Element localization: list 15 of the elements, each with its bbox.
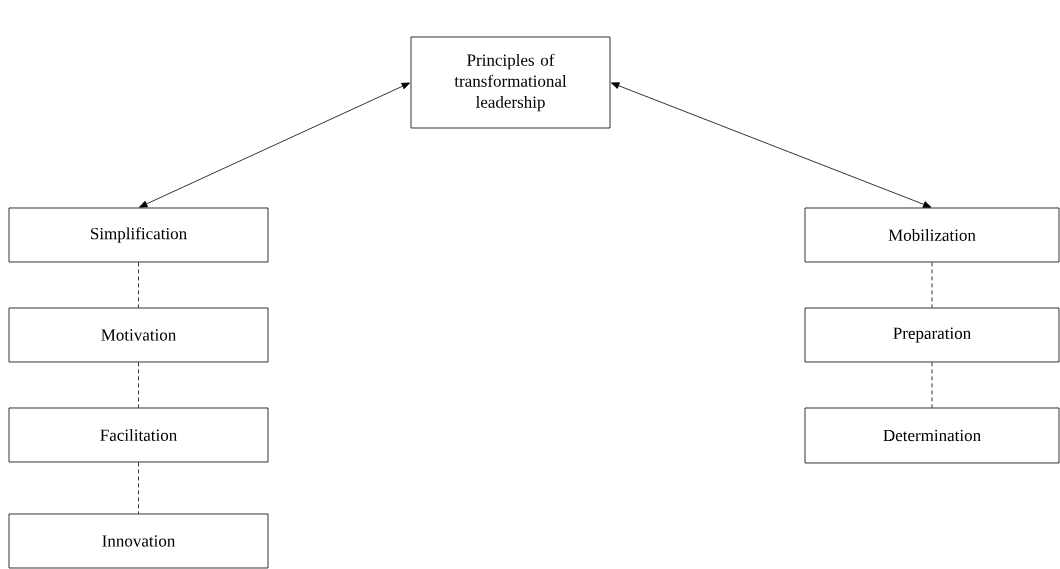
principle-box: Innovation bbox=[8, 513, 269, 569]
principle-box: Motivation bbox=[8, 307, 269, 363]
principle-box: Facilitation bbox=[8, 407, 269, 463]
dashed-connector bbox=[138, 362, 139, 408]
dashed-connector bbox=[931, 362, 933, 408]
principle-box: Mobilization bbox=[804, 207, 1060, 263]
principle-box: Determination bbox=[804, 407, 1060, 464]
dashed-connector bbox=[138, 462, 139, 514]
principle-box: Simplification bbox=[8, 207, 269, 263]
arrow bbox=[139, 82, 410, 208]
dashed-connector bbox=[931, 262, 933, 308]
principle-box: Preparation bbox=[804, 307, 1060, 363]
dashed-connector bbox=[138, 262, 139, 308]
title-box: Principles of transformational leadership bbox=[410, 36, 611, 129]
arrow bbox=[611, 82, 932, 208]
